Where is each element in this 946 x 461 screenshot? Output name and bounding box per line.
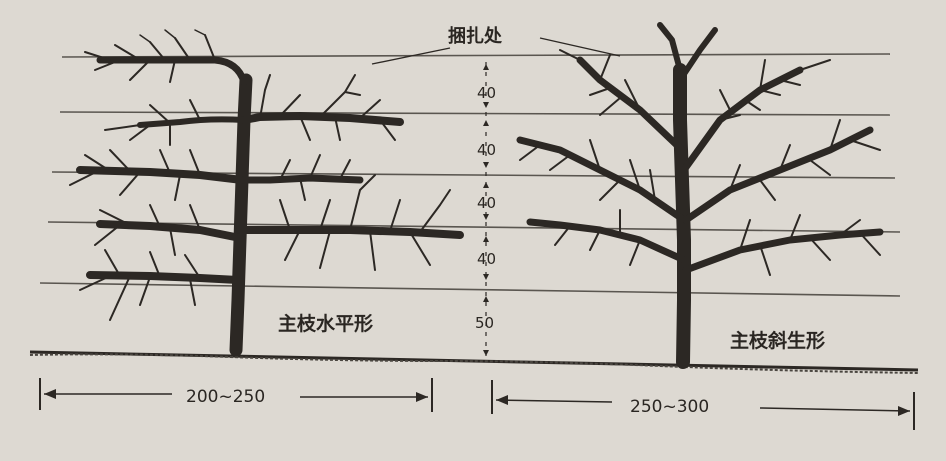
tie-point-callout: 捆扎处 — [371, 25, 621, 65]
spacing-scale: 40 40 40 40 50 — [475, 62, 496, 358]
spacing-label-3: 40 — [477, 194, 496, 212]
spacing-label-2: 40 — [477, 141, 496, 159]
right-width-dimension: 250~300 — [491, 380, 915, 430]
wire-5 — [39, 282, 901, 297]
left-width-label: 200~250 — [186, 387, 265, 407]
tie-point-label: 捆扎处 — [448, 25, 503, 47]
spacing-label-4: 40 — [477, 250, 496, 268]
right-form-label: 主枝斜生形 — [730, 329, 825, 352]
left-tree — [69, 29, 464, 357]
wire-4 — [47, 221, 901, 233]
spacing-label-5: 50 — [475, 314, 494, 332]
left-width-dimension: 200~250 — [39, 378, 433, 412]
right-width-label: 250~300 — [630, 397, 709, 417]
right-tree — [516, 22, 884, 369]
wire-2 — [59, 111, 891, 116]
spacing-label-1: 40 — [477, 84, 496, 102]
ground-line — [29, 350, 919, 374]
left-form-label: 主枝水平形 — [278, 312, 373, 335]
